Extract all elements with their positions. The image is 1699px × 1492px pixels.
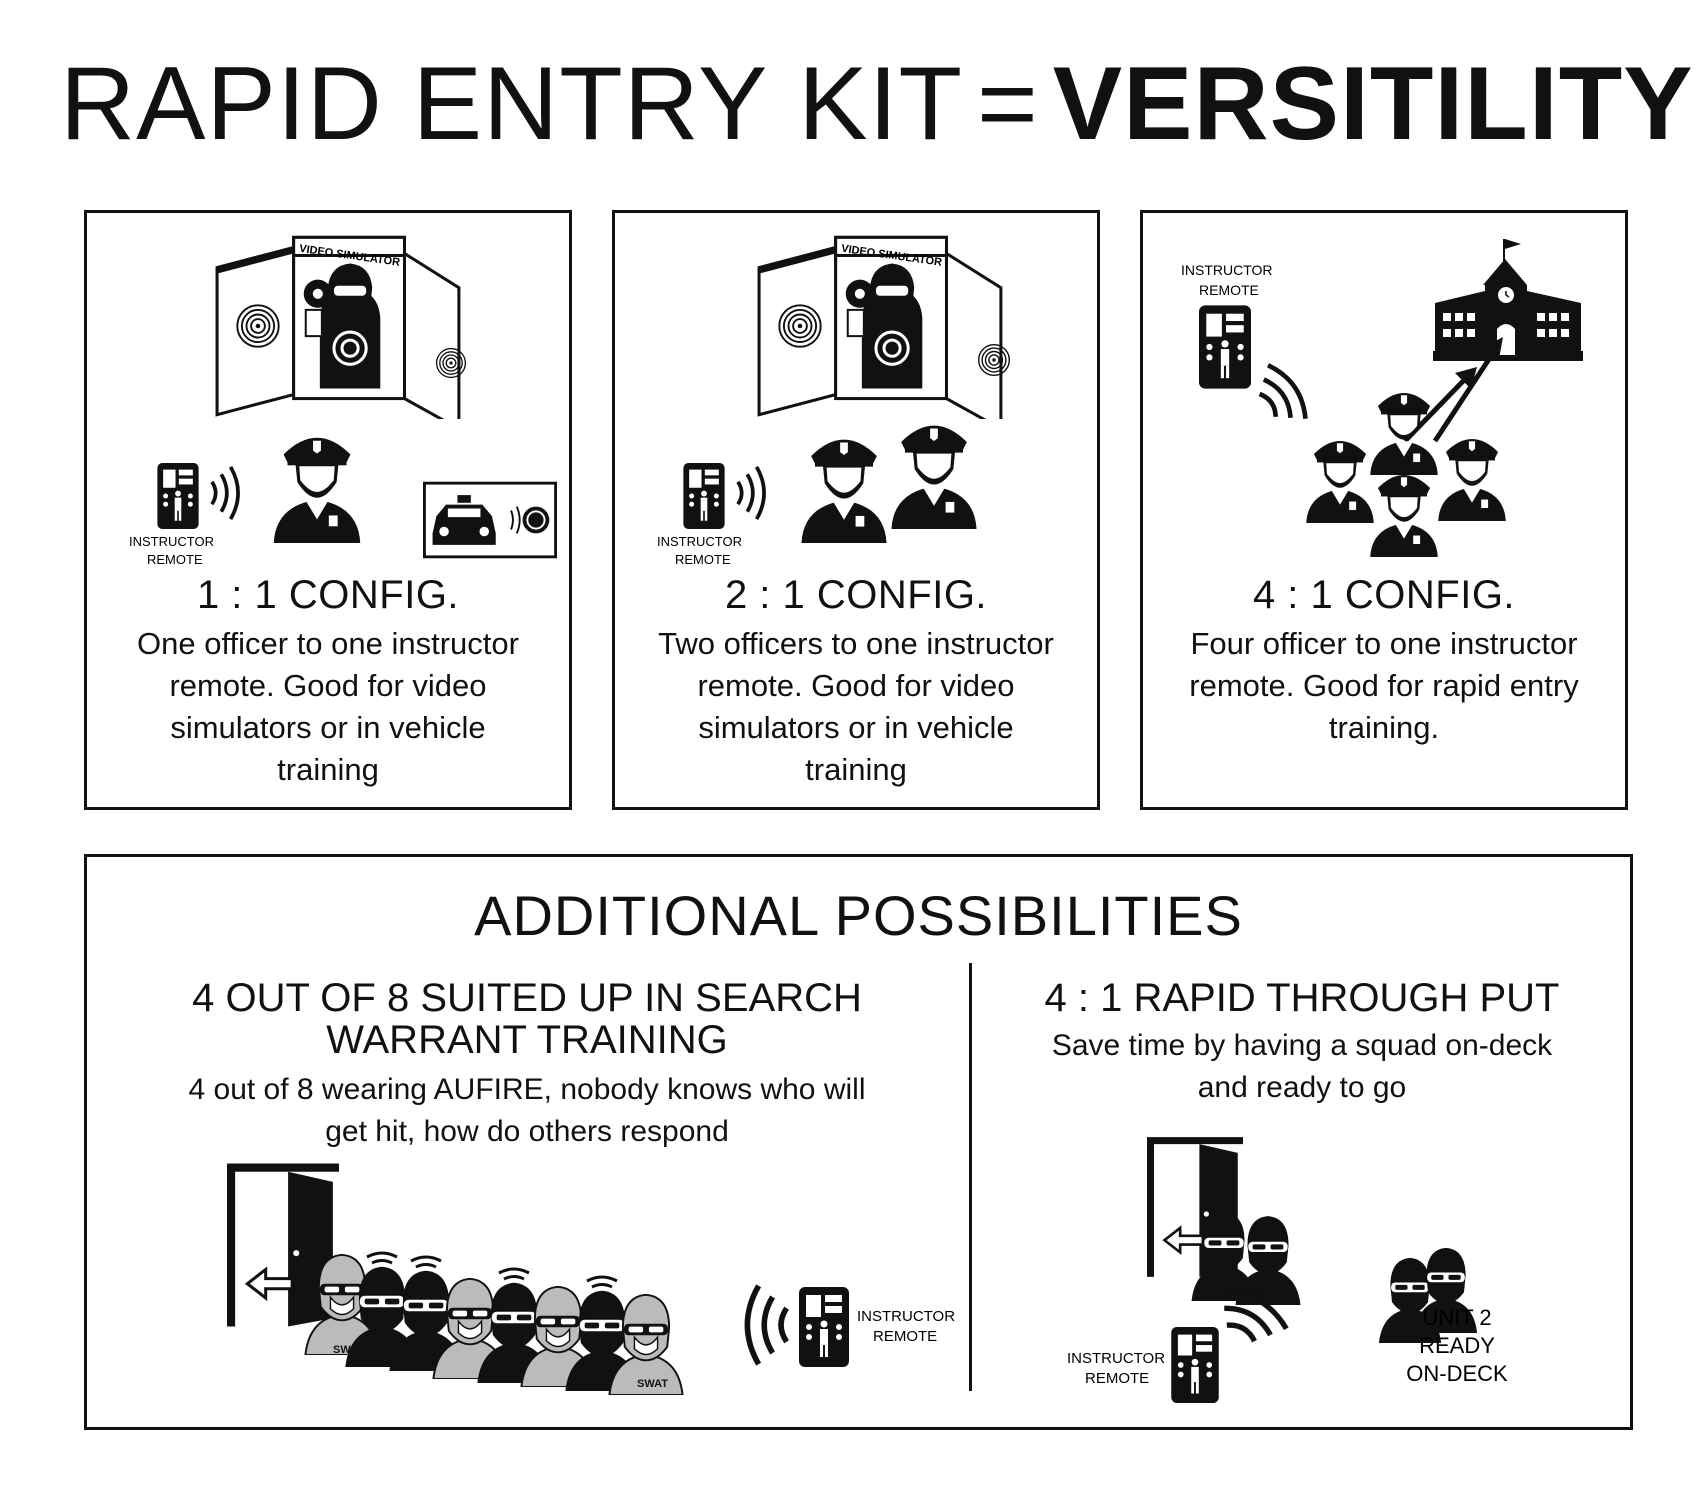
config-title: 4 : 1 CONFIG.	[1252, 573, 1516, 617]
right-description: Save time by having a squad on-deck and …	[1051, 1029, 1553, 1104]
left-description: 4 out of 8 wearing AUFIRE, nobody knows …	[188, 1073, 866, 1148]
signal-waves-icon	[1249, 360, 1313, 432]
swat-label: SWAT	[637, 1378, 668, 1390]
instructor-remote-label: REMOTE	[147, 552, 203, 567]
section-divider	[969, 963, 972, 1391]
title-part-kit: KIT	[798, 46, 964, 162]
instructor-remote-label: REMOTE	[873, 1328, 937, 1345]
title-part-versitility: VERSITILITY	[1052, 46, 1694, 162]
instructor-remote-label: INSTRUCTOR	[857, 1308, 955, 1325]
signal-icon	[410, 1255, 442, 1269]
instructor-remote-icon	[1199, 305, 1251, 389]
title-part-rapid-entry: RAPID ENTRY	[60, 46, 769, 162]
page-title: RAPID ENTRY KIT=VERSITILITY	[60, 52, 1693, 156]
config-description: Four officer to one instructor remote. G…	[1189, 626, 1579, 745]
officer-icon	[1370, 392, 1438, 475]
unit2-label: UNIT 2	[1422, 1305, 1491, 1330]
signal-waves-icon	[209, 465, 241, 521]
instructor-remote-label: INSTRUCTOR	[1181, 262, 1273, 278]
instructor-remote-icon	[799, 1287, 849, 1367]
search-warrant-illustration: SWAT SWAT INSTRUCTOR REMOTE	[227, 1163, 955, 1395]
signal-icon	[366, 1251, 398, 1265]
signal-waves-icon	[747, 1286, 786, 1364]
rapid-throughput-illustration: SWAT INSTRUCTOR REMOTE UNIT 2 READY ON-D…	[1067, 1137, 1508, 1403]
instructor-remote-label: REMOTE	[1199, 282, 1259, 298]
arrow-icon	[1432, 345, 1500, 443]
config-title: 1 : 1 CONFIG.	[196, 573, 460, 617]
instructor-remote-icon	[683, 463, 725, 529]
vehicle-icon	[423, 481, 557, 559]
additional-possibilities-section: ADDITIONAL POSSIBILITIES 4 OUT OF 8 SUIT…	[84, 854, 1633, 1430]
signal-waves-icon	[735, 465, 767, 521]
instructor-remote-label: INSTRUCTOR	[129, 534, 214, 549]
title-equals: =	[977, 46, 1039, 162]
config-4to1-illustration: INSTRUCTOR REMOTE	[1181, 238, 1583, 557]
additional-title: ADDITIONAL POSSIBILITIES	[474, 884, 1243, 947]
instructor-remote-label: REMOTE	[675, 552, 731, 567]
config-1to1-illustration: VIDEO SIMULATOR INSTRUCTOR REMOTE	[129, 235, 557, 567]
officer-icon	[1438, 438, 1506, 521]
instructor-remote-label: INSTRUCTOR	[657, 534, 742, 549]
officer-icon	[1370, 474, 1438, 557]
config-description: One officer to one instructor remote. Go…	[137, 626, 519, 787]
video-simulator-icon	[215, 235, 461, 419]
unit2-label: READY	[1419, 1333, 1495, 1358]
config-2to1-illustration: VIDEO SIMULATOR INSTRUCTOR REMOTE	[657, 235, 1011, 567]
config-panel-4to1: INSTRUCTOR REMOTE 4 : 1 CONFIG. Four off…	[1140, 210, 1628, 810]
config-description: Two officers to one instructor remote. G…	[658, 626, 1054, 787]
officer-icon	[891, 425, 977, 529]
unit2-label: ON-DECK	[1406, 1361, 1508, 1386]
instructor-remote-label: REMOTE	[1085, 1370, 1149, 1387]
video-simulator-icon	[757, 235, 1003, 419]
config-panel-2to1: VIDEO SIMULATOR INSTRUCTOR REMOTE 2 : 1 …	[612, 210, 1100, 810]
arrow-head-icon	[1481, 337, 1503, 359]
swat-label: SWAT	[333, 1344, 364, 1356]
signal-icon	[586, 1275, 618, 1289]
left-subtitle: 4 OUT OF 8 SUITED UP IN SEARCH WARRANT T…	[192, 976, 862, 1062]
officer-icon	[1306, 440, 1374, 523]
signal-icon	[498, 1267, 530, 1281]
school-building-icon	[1433, 238, 1583, 362]
instructor-remote-icon	[1171, 1327, 1219, 1403]
config-panel-1to1: VIDEO SIMULATOR INSTRUCTOR REMOTE 1 : 1 …	[84, 210, 572, 810]
instructor-remote-label: INSTRUCTOR	[1067, 1350, 1165, 1367]
officer-icon	[273, 437, 361, 543]
officer-icon	[801, 439, 887, 543]
config-title: 2 : 1 CONFIG.	[724, 573, 988, 617]
right-subtitle: 4 : 1 RAPID THROUGH PUT	[1044, 976, 1560, 1020]
instructor-remote-icon	[157, 463, 199, 529]
